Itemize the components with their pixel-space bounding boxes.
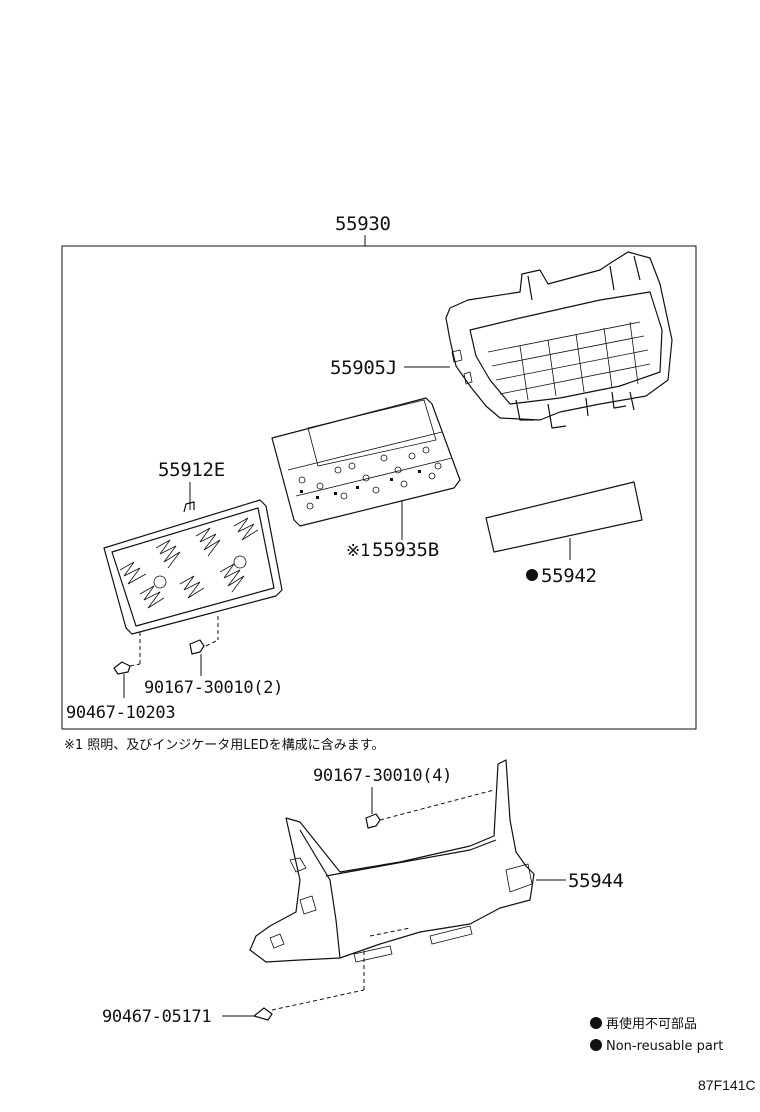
screw-left-drawing: [189, 616, 219, 655]
label-90167-30010-4[interactable]: 90167-30010(4): [313, 766, 452, 786]
label-90167-30010-2[interactable]: 90167-30010(2): [144, 678, 283, 698]
assembly-frame: [61, 245, 697, 730]
footnote-led: ※1 照明、及びインジケータ用LEDを構成に含みます。: [64, 737, 384, 753]
film-drawing: [485, 481, 643, 553]
label-55935B[interactable]: 55935B: [372, 539, 439, 561]
label-55942[interactable]: 55942: [541, 565, 597, 587]
label-55905J[interactable]: 55905J: [330, 357, 397, 379]
clip-lower-drawing: [253, 950, 365, 1021]
control-panel-drawing: [445, 251, 673, 429]
label-55935B-mark: ※1: [346, 541, 370, 561]
label-90467-10203[interactable]: 90467-10203: [66, 703, 176, 723]
legend-text-en: Non-reusable part: [606, 1039, 723, 1054]
holder-drawing: [103, 499, 283, 635]
legend-text-jp: 再使用不可部品: [606, 1016, 697, 1032]
lower-panel-drawing: [249, 759, 535, 963]
label-55944[interactable]: 55944: [568, 870, 624, 892]
label-55912E[interactable]: 55912E: [158, 459, 225, 481]
legend-marker-en: [590, 1039, 602, 1051]
circuit-board-drawing: [271, 397, 461, 527]
legend-marker-jp: [590, 1017, 602, 1029]
label-90467-05171[interactable]: 90467-05171: [102, 1007, 212, 1027]
clip-left-drawing: [113, 632, 141, 675]
non-reusable-marker-55942: [526, 569, 538, 581]
screw-lower-drawing: [365, 789, 495, 829]
diagram-code: 87F141C: [698, 1077, 756, 1093]
label-55930[interactable]: 55930: [335, 213, 391, 235]
